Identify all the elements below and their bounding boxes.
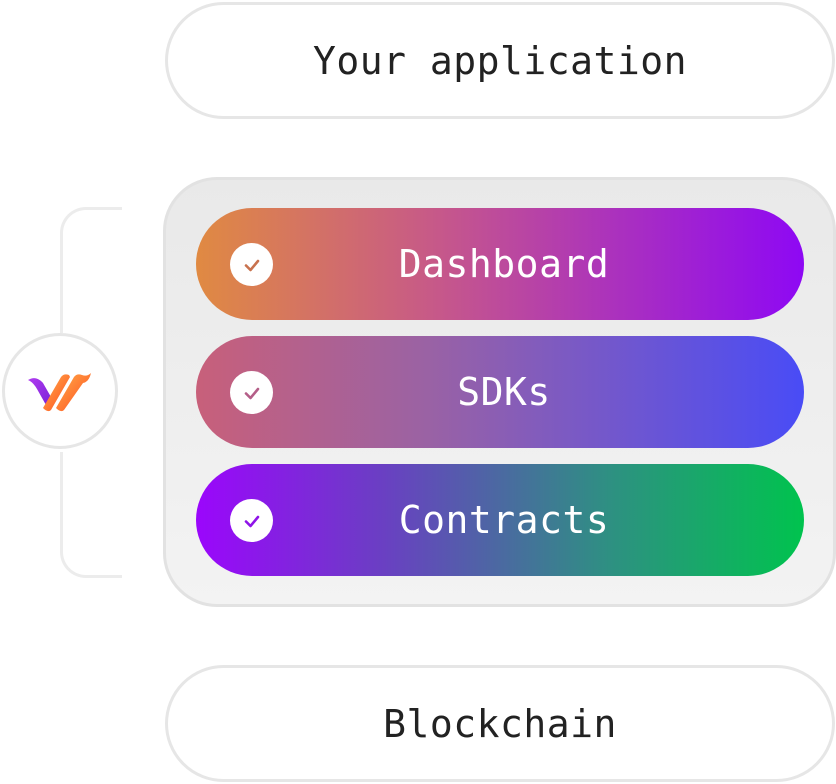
your-application-label: Your application <box>312 38 688 83</box>
contracts-pill: Contracts <box>196 464 804 576</box>
blockchain-label: Blockchain <box>383 701 617 746</box>
check-icon <box>244 259 259 271</box>
your-application-layer: Your application <box>165 2 835 119</box>
bracket-top-connector <box>60 207 122 333</box>
check-badge <box>230 243 273 286</box>
check-icon <box>244 387 259 399</box>
sdks-label: SDKs <box>457 370 551 414</box>
check-icon <box>244 515 259 527</box>
check-badge <box>230 499 273 542</box>
dashboard-pill: Dashboard <box>196 208 804 320</box>
blockchain-layer: Blockchain <box>165 665 835 782</box>
brand-logo-icon <box>28 373 91 412</box>
logo-badge <box>2 333 118 449</box>
bracket-bottom-connector <box>60 452 122 578</box>
contracts-label: Contracts <box>398 498 610 542</box>
dashboard-label: Dashboard <box>398 242 610 286</box>
sdks-pill: SDKs <box>196 336 804 448</box>
check-badge <box>230 371 273 414</box>
